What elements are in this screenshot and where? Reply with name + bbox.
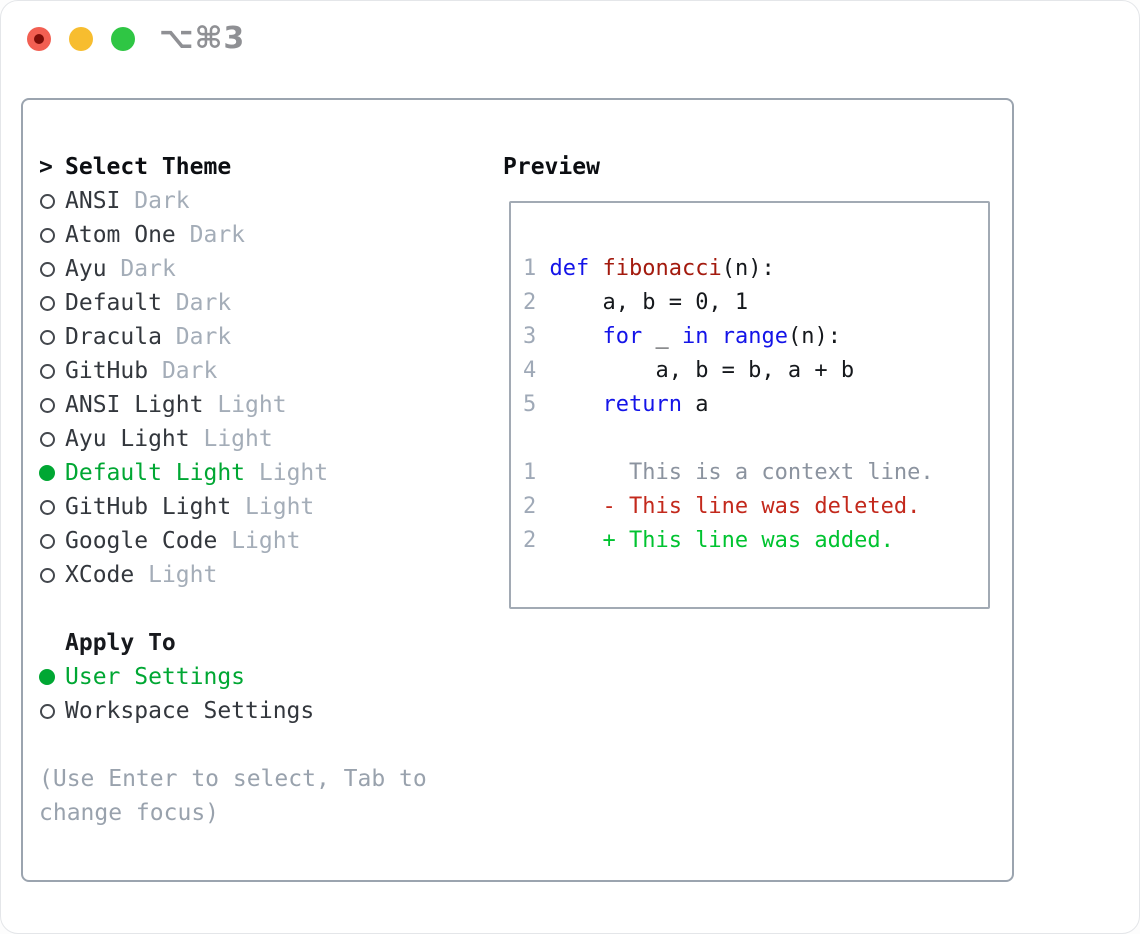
code-line-6 <box>523 422 988 456</box>
titlebar: ⌥⌘3 <box>1 1 1139 77</box>
radio-unselected-icon <box>39 422 65 456</box>
code-line-3: 3 for _ in range(n): <box>523 324 841 349</box>
code-line-9: 2 + This line was added. <box>523 528 894 553</box>
radio-unselected-icon <box>39 184 65 218</box>
select-theme-title: Select Theme <box>65 154 232 180</box>
apply-option-label: Workspace Settings <box>65 698 315 724</box>
keyboard-shortcut-label: ⌥⌘3 <box>159 21 246 56</box>
theme-option-label: ANSI Dark <box>65 188 190 214</box>
theme-option-default-dark[interactable]: Default Dark <box>39 286 427 320</box>
theme-option-github-dark[interactable]: GitHub Dark <box>39 354 427 388</box>
apply-option-label: User Settings <box>65 664 246 690</box>
theme-option-label: GitHub Light Light <box>65 494 315 520</box>
hint-line-1: (Use Enter to select, Tab to <box>39 766 427 792</box>
theme-option-label: Google Code Light <box>65 528 301 554</box>
theme-option-label: XCode Light <box>65 562 218 588</box>
radio-selected-icon <box>39 660 65 694</box>
spacer-row <box>39 728 427 762</box>
select-theme-header-row: > Select Theme <box>39 150 427 184</box>
apply-to-header-row: Apply To <box>39 626 427 660</box>
radio-selected-icon <box>39 456 65 490</box>
theme-option-label: Ayu Dark <box>65 256 176 282</box>
radio-unselected-icon <box>39 218 65 252</box>
radio-unselected-icon <box>39 286 65 320</box>
theme-option-label: Default Dark <box>65 290 232 316</box>
theme-option-label: GitHub Dark <box>65 358 218 384</box>
apply-option-user-settings[interactable]: User Settings <box>39 660 427 694</box>
radio-unselected-icon <box>39 558 65 592</box>
apply-to-marker-space <box>39 626 65 660</box>
apply-option-workspace-settings[interactable]: Workspace Settings <box>39 694 427 728</box>
radio-unselected-icon <box>39 524 65 558</box>
spacer-row <box>39 592 427 626</box>
theme-option-atom-one-dark[interactable]: Atom One Dark <box>39 218 427 252</box>
radio-unselected-icon <box>39 694 65 728</box>
theme-option-default-light-light[interactable]: Default Light Light <box>39 456 427 490</box>
minimize-button[interactable] <box>69 27 93 51</box>
code-line-4: 4 a, b = b, a + b <box>523 358 855 383</box>
apply-to-title: Apply To <box>65 630 176 656</box>
hint-text: (Use Enter to select, Tab to change focu… <box>39 762 427 830</box>
theme-option-label: ANSI Light Light <box>65 392 287 418</box>
preview-title: Preview <box>503 154 600 180</box>
theme-option-google-code-light[interactable]: Google Code Light <box>39 524 427 558</box>
radio-unselected-icon <box>39 388 65 422</box>
radio-unselected-icon <box>39 320 65 354</box>
radio-unselected-icon <box>39 354 65 388</box>
theme-option-ansi-dark[interactable]: ANSI Dark <box>39 184 427 218</box>
code-line-8: 2 - This line was deleted. <box>523 494 921 519</box>
theme-option-label: Dracula Dark <box>65 324 232 350</box>
theme-option-ansi-light-light[interactable]: ANSI Light Light <box>39 388 427 422</box>
theme-option-label: Ayu Light Light <box>65 426 273 452</box>
preview-box: 1 def fibonacci(n): 2 a, b = 0, 1 3 for _ … <box>509 201 990 609</box>
zoom-button[interactable] <box>111 27 135 51</box>
theme-option-ayu-dark[interactable]: Ayu Dark <box>39 252 427 286</box>
code-line-2: 2 a, b = 0, 1 <box>523 290 749 315</box>
theme-option-ayu-light-light[interactable]: Ayu Light Light <box>39 422 427 456</box>
hint-line-2: change focus) <box>39 800 220 826</box>
code-line-7: 1 This is a context line. <box>523 460 934 485</box>
theme-option-label: Atom One Dark <box>65 222 246 248</box>
prompt-marker: > <box>39 154 53 180</box>
code-preview: 1 def fibonacci(n): 2 a, b = 0, 1 3 for _ … <box>523 252 988 558</box>
theme-option-dracula-dark[interactable]: Dracula Dark <box>39 320 427 354</box>
code-line-5: 5 return a <box>523 392 709 417</box>
theme-option-xcode-light[interactable]: XCode Light <box>39 558 427 592</box>
theme-option-label: Default Light Light <box>65 460 329 486</box>
radio-unselected-icon <box>39 252 65 286</box>
theme-option-github-light-light[interactable]: GitHub Light Light <box>39 490 427 524</box>
close-button[interactable] <box>27 27 51 51</box>
radio-unselected-icon <box>39 490 65 524</box>
code-line-1: 1 def fibonacci(n): <box>523 256 775 281</box>
